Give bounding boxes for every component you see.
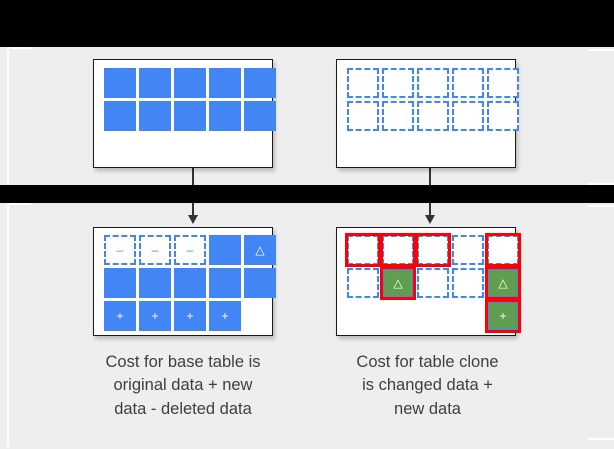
table-cell-dashed (347, 101, 379, 131)
table-cell-dashed (452, 101, 484, 131)
table-cell-dashed (417, 101, 449, 131)
table-cell-filled: △ (244, 235, 276, 265)
table-cell-dashed (417, 268, 449, 298)
delta-icon: △ (393, 276, 403, 290)
table-clone-after-grid: △ △ + (345, 233, 521, 333)
table-clone-original (336, 59, 519, 168)
table-cell-empty (244, 301, 276, 331)
minus-icon: – (186, 243, 194, 257)
base-table-after-grid: – – – △ + + + + (104, 235, 276, 331)
table-cell-dashed (347, 68, 379, 98)
table-cell-filled (244, 101, 276, 131)
mid-left-edge-guide (9, 203, 31, 205)
table-cell-filled (244, 268, 276, 298)
table-cell-dashed-changed (415, 233, 451, 267)
table-cell-filled: + (209, 301, 241, 331)
middle-black-bar (0, 185, 614, 203)
table-cell-filled (104, 268, 136, 298)
minus-icon: – (116, 243, 124, 257)
caption-clone-line-2: is changed data + (362, 376, 493, 395)
table-cell-filled (104, 68, 136, 98)
table-cell-filled (209, 68, 241, 98)
caption-table-clone: Cost for table clone is changed data + n… (325, 351, 530, 421)
table-cell-dashed (487, 68, 519, 98)
table-cell-green-changed: △ (485, 266, 521, 300)
table-cell-green-changed: + (485, 299, 521, 333)
right-edge-guide-1 (588, 49, 614, 51)
table-cell-filled (139, 268, 171, 298)
delta-icon: △ (255, 243, 265, 257)
table-cell-filled: + (139, 301, 171, 331)
table-cell-empty (417, 301, 449, 331)
table-cell-filled: + (104, 301, 136, 331)
table-cell-dashed: – (104, 235, 136, 265)
table-cell-empty (347, 301, 379, 331)
caption-base-line-2: original data + new (113, 376, 253, 395)
table-cell-dashed-changed (485, 233, 521, 267)
base-table-original-grid (104, 68, 276, 131)
plus-icon: + (186, 309, 194, 323)
right-edge-guide-2 (588, 183, 614, 185)
table-cell-dashed (452, 235, 484, 265)
table-cell-dashed: – (174, 235, 206, 265)
table-cell-dashed (417, 68, 449, 98)
plus-icon: + (221, 309, 229, 323)
base-table-after-changes: – – – △ + + + + (93, 227, 276, 336)
table-cell-filled (174, 101, 206, 131)
table-cell-filled (174, 68, 206, 98)
table-cell-dashed (347, 268, 379, 298)
table-cell-dashed: – (139, 235, 171, 265)
caption-clone-line-1: Cost for table clone (356, 353, 499, 371)
table-clone-after-changes: △ △ + (336, 227, 521, 336)
table-cell-green-changed: △ (380, 266, 416, 300)
table-cell-filled (209, 268, 241, 298)
table-cell-dashed (382, 101, 414, 131)
table-cell-filled (209, 101, 241, 131)
table-cell-dashed-changed (345, 233, 381, 267)
plus-icon: + (499, 309, 507, 323)
table-cell-empty (382, 301, 414, 331)
table-cell-dashed (452, 268, 484, 298)
table-cell-filled (174, 268, 206, 298)
table-cell-filled (139, 68, 171, 98)
table-cell-filled (244, 68, 276, 98)
left-edge-guide-upper (7, 49, 9, 184)
table-cell-dashed (382, 68, 414, 98)
right-edge-guide-4 (588, 438, 614, 440)
delta-icon: △ (498, 276, 508, 290)
plus-icon: + (151, 309, 159, 323)
table-cell-dashed-changed (380, 233, 416, 267)
left-edge-guide-lower (7, 205, 9, 447)
plus-icon: + (116, 309, 124, 323)
base-table-original (93, 59, 276, 168)
right-edge-guide-3 (588, 205, 614, 207)
minus-icon: – (151, 243, 159, 257)
caption-base-line-3: data - deleted data (114, 399, 252, 418)
table-cell-dashed (452, 68, 484, 98)
top-left-edge-guide (9, 47, 31, 49)
table-cell-empty (452, 301, 484, 331)
caption-clone-line-3: new data (394, 399, 461, 418)
table-cell-filled: + (174, 301, 206, 331)
table-cell-filled (139, 101, 171, 131)
table-cell-filled (209, 235, 241, 265)
table-cell-filled (104, 101, 136, 131)
caption-base-table: Cost for base table is original data + n… (78, 351, 288, 421)
table-cell-dashed (487, 101, 519, 131)
table-clone-original-grid (347, 68, 519, 131)
caption-base-line-1: Cost for base table is (105, 353, 261, 371)
top-black-bar (0, 0, 614, 47)
